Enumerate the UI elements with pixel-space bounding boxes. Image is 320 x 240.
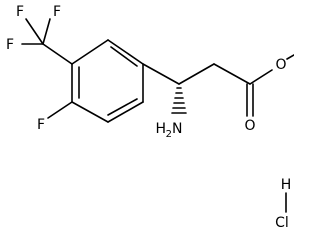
amine-hydrogen: H [155, 121, 166, 137]
ring-fluorine-group: F [37, 101, 73, 133]
benzene-ring [71, 39, 144, 123]
ester-oxygen: O [275, 57, 286, 73]
hcl-chlorine: Cl [275, 215, 289, 231]
carbonyl-oxygen: O [244, 118, 255, 134]
ring-bond-bottom-left [71, 101, 109, 123]
fluorine-top-left: F [16, 4, 24, 20]
stereocenter-ring-bond [142, 63, 180, 85]
stereocenter-methylene-bond [178, 63, 215, 85]
amine-group: H 2 N [155, 87, 187, 140]
ester-methyl-bond [286, 54, 294, 60]
carbonyl-ester-o-bond [249, 69, 273, 85]
hydrochloride: H Cl [275, 177, 291, 231]
methylene-carbonyl-bond [213, 63, 251, 85]
hashed-wedge-bond [171, 87, 187, 114]
ester-side-chain: O O [142, 54, 294, 134]
ring-bond-top [107, 39, 144, 65]
ring-bond-top-inner [110, 46, 138, 67]
amine-subscript: 2 [166, 129, 172, 140]
ring-bond-bottom-right-inner [107, 98, 138, 116]
cf3-ring-bond [42, 43, 73, 65]
ring-bond-bottom-right [107, 101, 144, 123]
ring-fluorine-bond [47, 101, 73, 119]
fluorine-left: F [6, 37, 14, 53]
trifluoromethyl-group: F F F [6, 4, 73, 65]
amine-nitrogen: N [172, 121, 182, 137]
ring-bond-top-left [71, 39, 109, 65]
ring-fluorine: F [37, 117, 45, 133]
hcl-hydrogen: H [281, 177, 292, 193]
cf3-bond-top-left [25, 18, 44, 45]
fluorine-top-right: F [53, 4, 61, 20]
cf3-bond-top-right [42, 18, 51, 45]
chemical-structure: F F F F O O H 2 N H Cl [6, 4, 294, 231]
